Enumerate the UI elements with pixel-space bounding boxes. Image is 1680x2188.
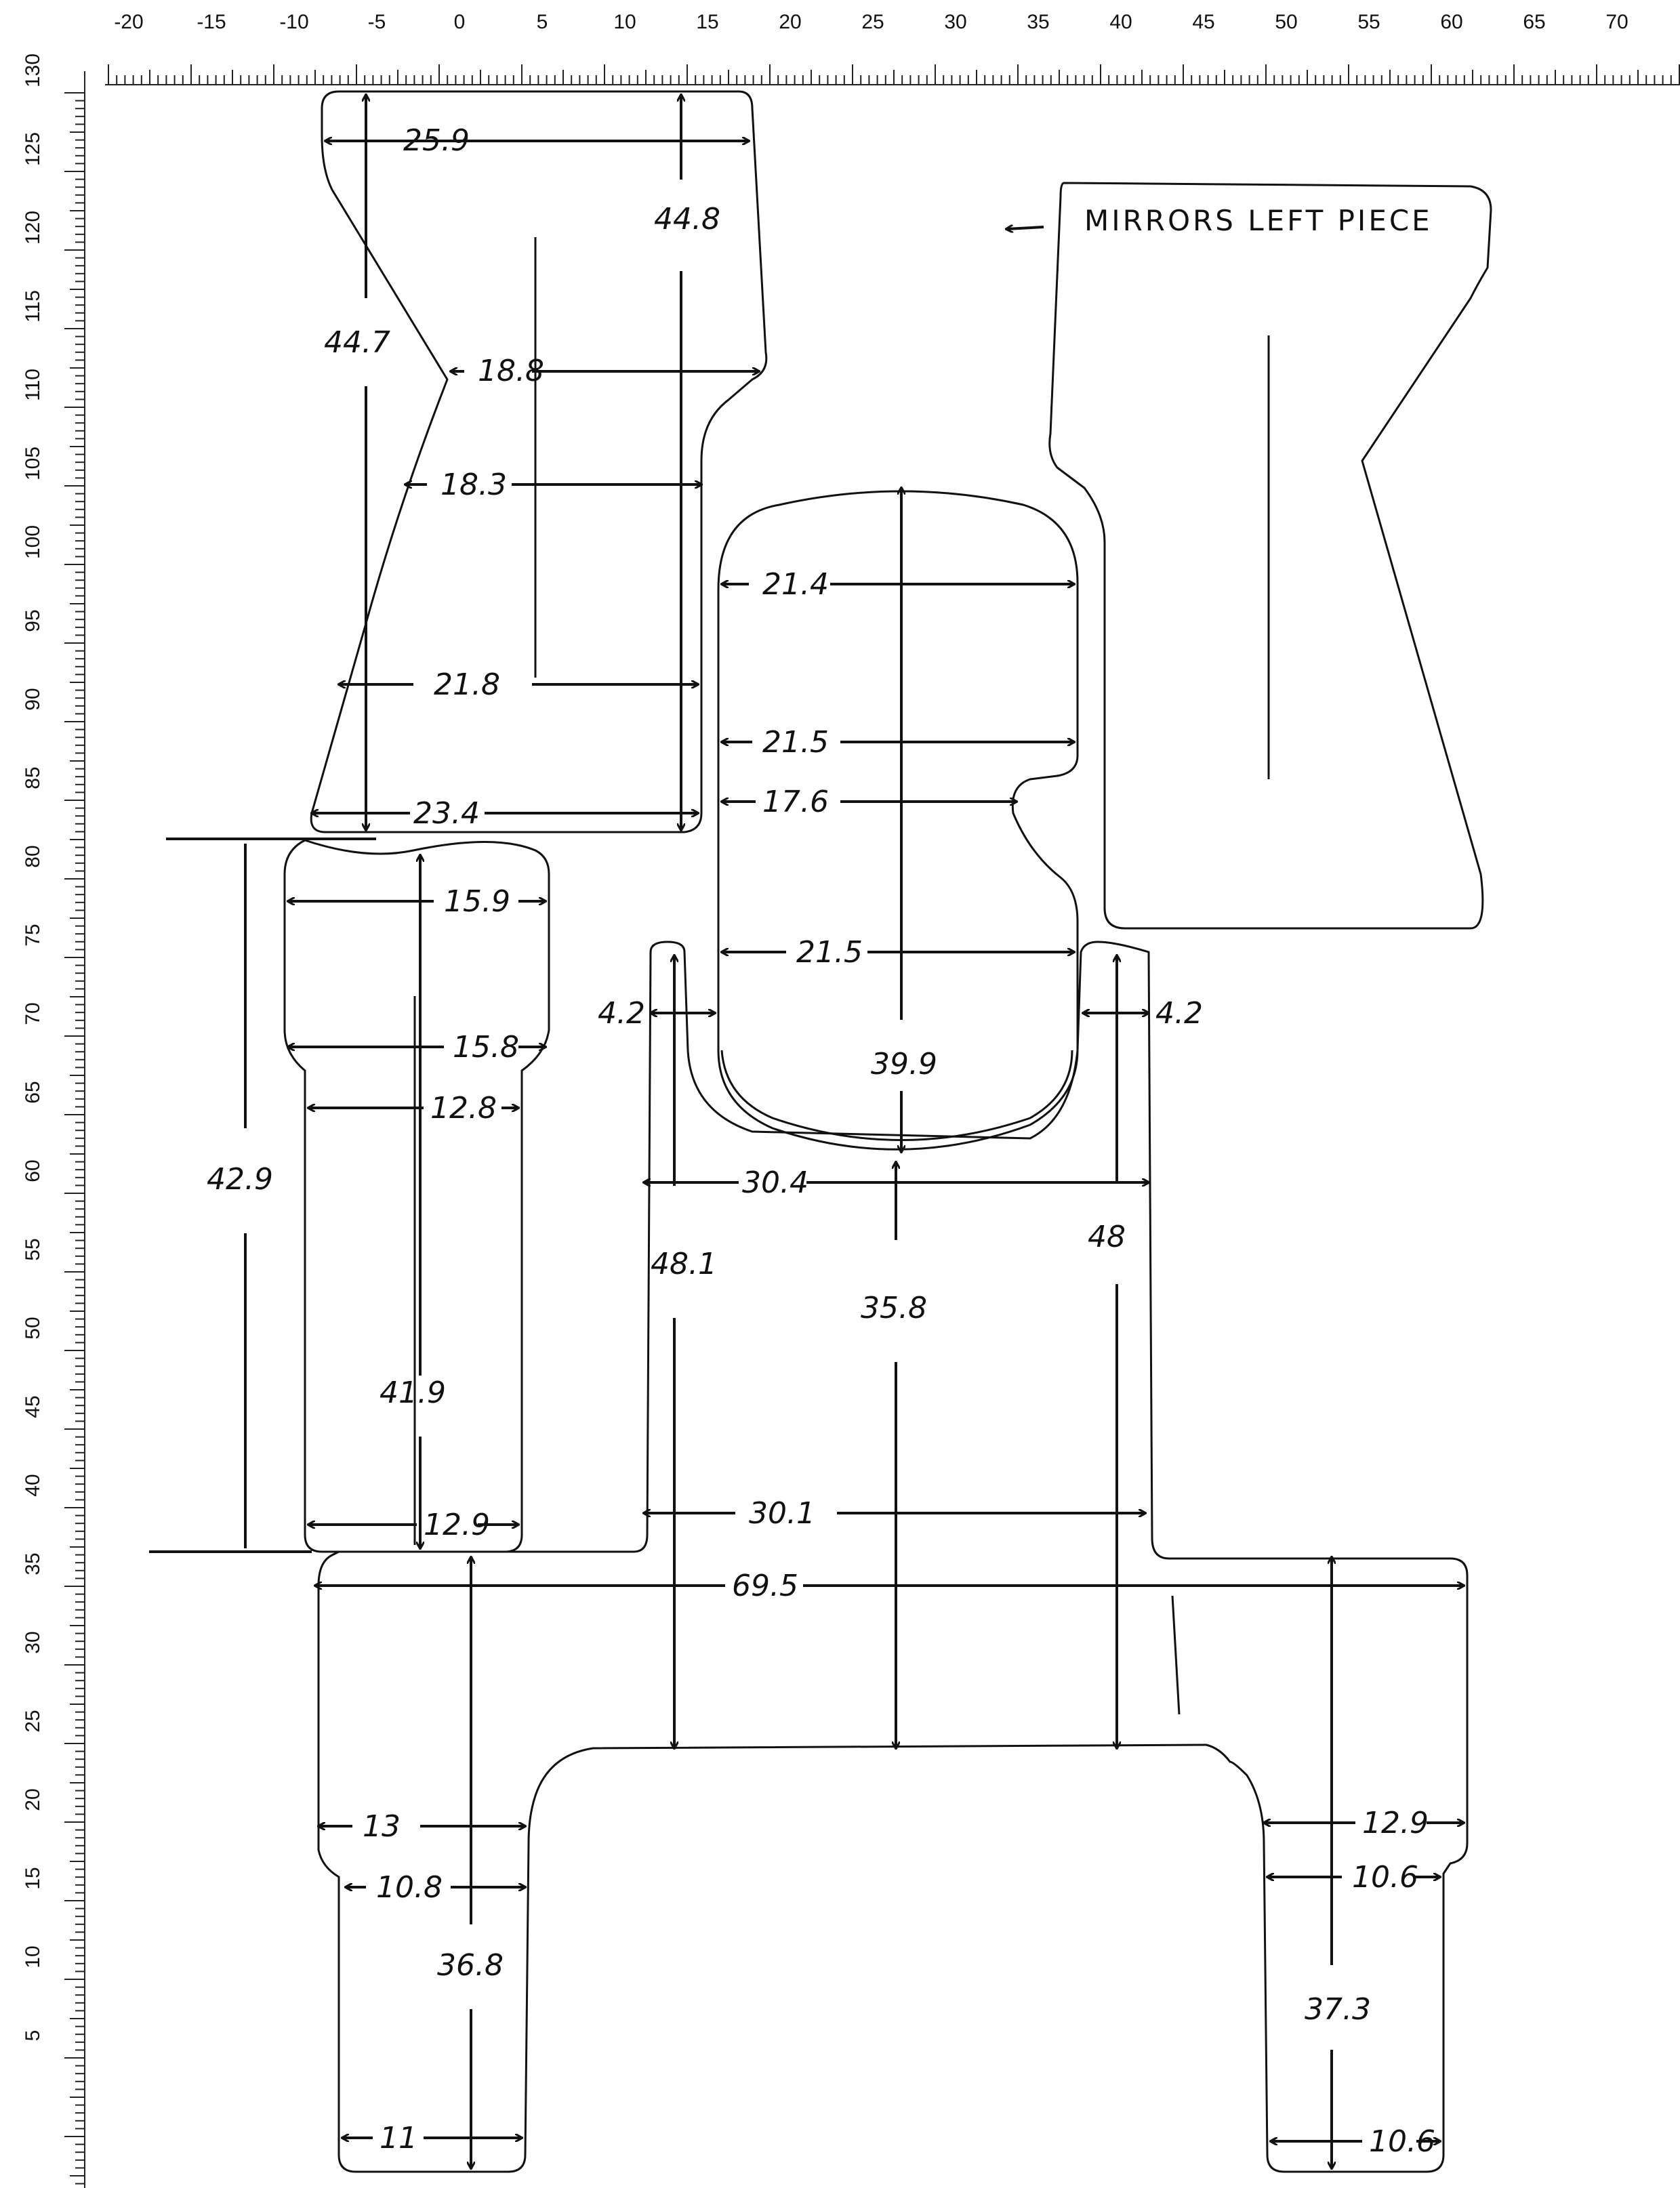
ruler-label: 30 [944, 11, 966, 33]
ruler-label: 5 [22, 2030, 44, 2042]
dim-label: 4.2 [598, 996, 645, 1031]
pattern-piece-sleeve [283, 839, 550, 1553]
ruler-label: 60 [22, 1159, 44, 1182]
dim-label: 25.9 [403, 123, 470, 158]
dim-label: 44.8 [654, 202, 720, 236]
mirror-note: MIRRORS LEFT PIECE [1084, 204, 1433, 237]
ruler-label: 50 [1275, 11, 1297, 33]
ruler-label: 0 [454, 11, 466, 33]
ruler-label: 35 [22, 1552, 44, 1575]
dim-label: 15.9 [444, 884, 510, 919]
ruler-label: 30 [22, 1631, 44, 1653]
dim-label: 18.8 [478, 354, 544, 388]
ruler-label: 75 [22, 924, 44, 946]
dim-label: 12.9 [1362, 1806, 1429, 1840]
ruler-label: 70 [1605, 11, 1628, 33]
dim-label: 12.9 [424, 1508, 490, 1542]
ruler-label: 95 [22, 609, 44, 632]
dim-label: 21.4 [762, 567, 829, 602]
dim-label: 48.1 [651, 1247, 717, 1281]
dim-label: 39.9 [871, 1047, 937, 1081]
ruler-label: 50 [22, 1317, 44, 1339]
pattern-piece-center [717, 490, 1079, 1151]
dim-label: 30.1 [749, 1496, 815, 1531]
ruler-label: 45 [22, 1395, 44, 1418]
dim-label: 37.3 [1305, 1992, 1371, 2027]
dim-label: 23.4 [413, 796, 480, 831]
ruler-label: 45 [1192, 11, 1214, 33]
ruler-label: 130 [22, 54, 44, 87]
ruler-label: 40 [22, 1474, 44, 1496]
ruler-label: 60 [1440, 11, 1462, 33]
ruler-label: 65 [1523, 11, 1545, 33]
ruler-label: -5 [368, 11, 386, 33]
grainline [1171, 1595, 1181, 1715]
dim-label: 48 [1088, 1220, 1126, 1254]
ruler-label: 90 [22, 688, 44, 710]
dim-label: 69.5 [732, 1569, 798, 1603]
ruler-label: 80 [22, 845, 44, 867]
pattern-piece-upper-left [310, 90, 768, 833]
dim-label: 21.8 [434, 667, 500, 702]
ruler-label: 20 [779, 11, 801, 33]
ruler-label: -20 [114, 11, 143, 33]
dim-label: 44.7 [324, 325, 390, 360]
pattern-piece-frame [317, 941, 1469, 2173]
dim-label: 10.6 [1369, 2124, 1435, 2159]
dim-label: 41.9 [380, 1376, 446, 1410]
dim-label: 17.6 [762, 785, 829, 819]
ruler-label: -15 [197, 11, 226, 33]
dim-label: 11 [380, 2121, 417, 2155]
dim-label: 36.8 [437, 1948, 504, 1983]
ruler-label: 15 [696, 11, 718, 33]
ruler-label: 35 [1027, 11, 1049, 33]
ruler-label: 65 [22, 1081, 44, 1103]
dim-label: 15.8 [453, 1030, 519, 1065]
ruler-label: 25 [861, 11, 884, 33]
ruler-label: 105 [22, 447, 44, 480]
ruler-label: 70 [22, 1002, 44, 1025]
ruler-label: 125 [22, 132, 44, 166]
left-ruler: 1301251201151101051009590858075706560555… [22, 54, 85, 2188]
ruler-label: 10 [22, 1945, 44, 1968]
ruler-label: 120 [22, 211, 44, 245]
dim-label: 21.5 [796, 935, 863, 970]
ruler-label: 55 [1357, 11, 1380, 33]
ruler-label: 10 [613, 11, 636, 33]
dim-label: 35.8 [861, 1291, 927, 1325]
ruler-label: -10 [279, 11, 308, 33]
dim-label: 13 [363, 1809, 401, 1844]
ruler-label: 25 [22, 1710, 44, 1732]
dim-label: 10.6 [1352, 1860, 1418, 1895]
ruler-label: 5 [537, 11, 548, 33]
dimension-labels: 25.9 44.8 44.7 18.8 18.3 21.8 23.4 15.9 … [207, 123, 1435, 2159]
ruler-label: 15 [22, 1867, 44, 1889]
dim-label: 10.8 [376, 1870, 443, 1905]
ruler-label: 40 [1109, 11, 1132, 33]
dim-label: 4.2 [1155, 996, 1203, 1031]
dim-label: 21.5 [762, 725, 829, 760]
ruler-label: 110 [22, 369, 44, 401]
ruler-label: 20 [22, 1788, 44, 1811]
ruler-label: 85 [22, 766, 44, 789]
dimension-arrows [244, 95, 1464, 2168]
dim-label: 42.9 [207, 1162, 273, 1197]
ruler-label: 115 [22, 290, 44, 323]
pattern-piece-mirror [1048, 182, 1492, 930]
dim-label: 30.4 [742, 1165, 808, 1200]
top-ruler: -20 -15 -10 -5 0 5 10 15 20 25 30 35 40 45 50 55 60 65 70 [105, 11, 1680, 85]
ruler-label: 55 [22, 1238, 44, 1260]
ruler-label: 100 [22, 525, 44, 559]
dim-label: 12.8 [430, 1091, 497, 1126]
dim-label: 18.3 [441, 468, 507, 502]
